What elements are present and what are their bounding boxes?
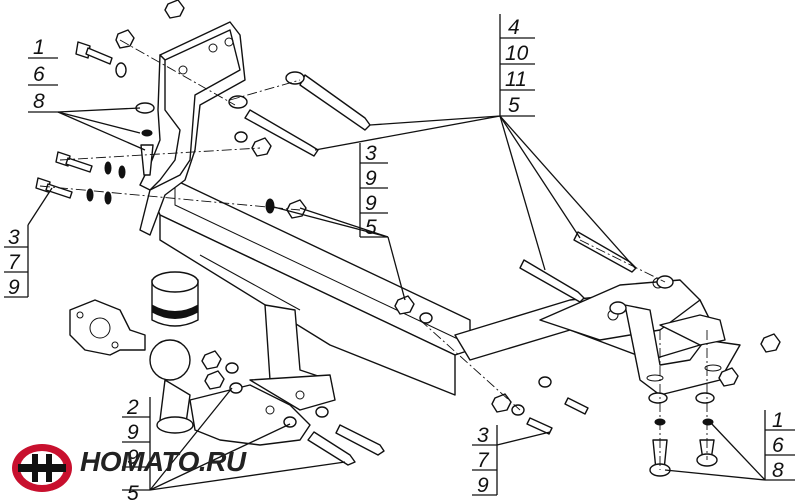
left-bracket xyxy=(139,21,246,236)
callout-number: 8 xyxy=(33,90,45,113)
callout-number: 6 xyxy=(772,434,784,457)
right-long-bolt-2 xyxy=(519,259,585,303)
washer-3 xyxy=(234,131,248,143)
lock-washer-2 xyxy=(104,161,112,175)
left-bolt-2 xyxy=(35,177,73,199)
top-bolt-1 xyxy=(75,41,113,65)
bolt-lower-right-1 xyxy=(564,397,589,415)
brand-name: HOMATO.RU xyxy=(80,446,246,477)
callout-bottom-left: 2 9 9 5 xyxy=(122,396,151,504)
washer-1 xyxy=(115,62,127,78)
callout-top-left: 1 6 8 xyxy=(28,36,58,113)
nut-lower-2 xyxy=(204,370,225,390)
tow-ball xyxy=(149,339,194,434)
callout-bottom-right: 1 6 8 xyxy=(764,409,795,482)
washer-4 xyxy=(419,312,433,324)
lock-washer-1 xyxy=(141,129,153,137)
washer-10 xyxy=(229,382,243,394)
tow-neck xyxy=(189,304,336,446)
bottom-bolt-1 xyxy=(649,439,671,477)
washer-8 xyxy=(695,392,715,404)
washer-12 xyxy=(283,416,297,428)
callout-number: 9 xyxy=(477,474,489,497)
nut-lower-right xyxy=(491,393,512,413)
callout-number: 8 xyxy=(772,459,784,482)
callout-left: 3 7 9 xyxy=(4,225,29,299)
lock-washer-3 xyxy=(118,165,126,179)
callout-number: 10 xyxy=(505,42,529,65)
ball-cap xyxy=(151,271,199,327)
bolt-vertical-left xyxy=(140,144,154,176)
washer-9 xyxy=(225,362,239,374)
callout-number: 9 xyxy=(365,167,377,190)
callout-number: 3 xyxy=(8,226,20,249)
alignment-lines xyxy=(39,39,708,470)
callout-number: 2 xyxy=(126,396,139,419)
washer-7 xyxy=(648,392,668,404)
right-bracket xyxy=(454,277,741,396)
nut-mid xyxy=(251,137,272,157)
callout-center: 3 9 9 5 xyxy=(359,142,388,239)
lock-washer-4 xyxy=(86,188,94,202)
callout-number: 3 xyxy=(365,142,377,165)
socket-plate xyxy=(69,299,146,356)
callout-number: 6 xyxy=(33,63,45,86)
washer-13 xyxy=(511,404,525,416)
callout-number: 3 xyxy=(477,424,489,447)
bottom-bolt-2 xyxy=(696,439,718,467)
nut-center xyxy=(394,295,415,315)
nut-lower-1 xyxy=(201,350,222,370)
lower-bolt-2 xyxy=(307,431,356,466)
callout-top-right: 4 10 11 5 xyxy=(499,14,535,117)
nut-top-2 xyxy=(115,29,135,49)
callout-number: 9 xyxy=(365,192,377,215)
callout-number: 9 xyxy=(127,446,139,469)
callout-number: 1 xyxy=(33,36,45,59)
callout-number: 4 xyxy=(508,16,520,39)
callout-number: 7 xyxy=(477,449,490,472)
left-bolt-1 xyxy=(55,151,93,173)
callout-number: 5 xyxy=(365,216,377,239)
callout-number: 7 xyxy=(8,251,21,274)
nut-right xyxy=(760,333,781,353)
leader-lines xyxy=(27,107,766,491)
homato-logo-icon xyxy=(12,444,72,492)
long-bolt-1 xyxy=(285,71,371,131)
lower-bolt-1 xyxy=(335,424,385,456)
callout-number: 9 xyxy=(8,276,20,299)
washer-6 xyxy=(609,301,627,315)
callout-number: 11 xyxy=(505,68,527,91)
callout-number: 5 xyxy=(127,482,139,504)
long-bolt-2 xyxy=(228,95,319,157)
lock-washer-8 xyxy=(702,418,714,426)
nut-right-2 xyxy=(718,367,739,387)
callout-number: 9 xyxy=(127,421,139,444)
callout-bottom-center: 3 7 9 xyxy=(472,424,498,497)
brand-logo xyxy=(12,444,72,492)
callout-number: 5 xyxy=(508,94,520,117)
callout-number: 1 xyxy=(772,409,784,432)
washer-11 xyxy=(315,406,329,418)
bolt-lower-right-2 xyxy=(526,417,553,435)
lock-washer-5 xyxy=(104,191,112,205)
top-nut xyxy=(164,0,185,19)
washer-14 xyxy=(538,376,552,388)
